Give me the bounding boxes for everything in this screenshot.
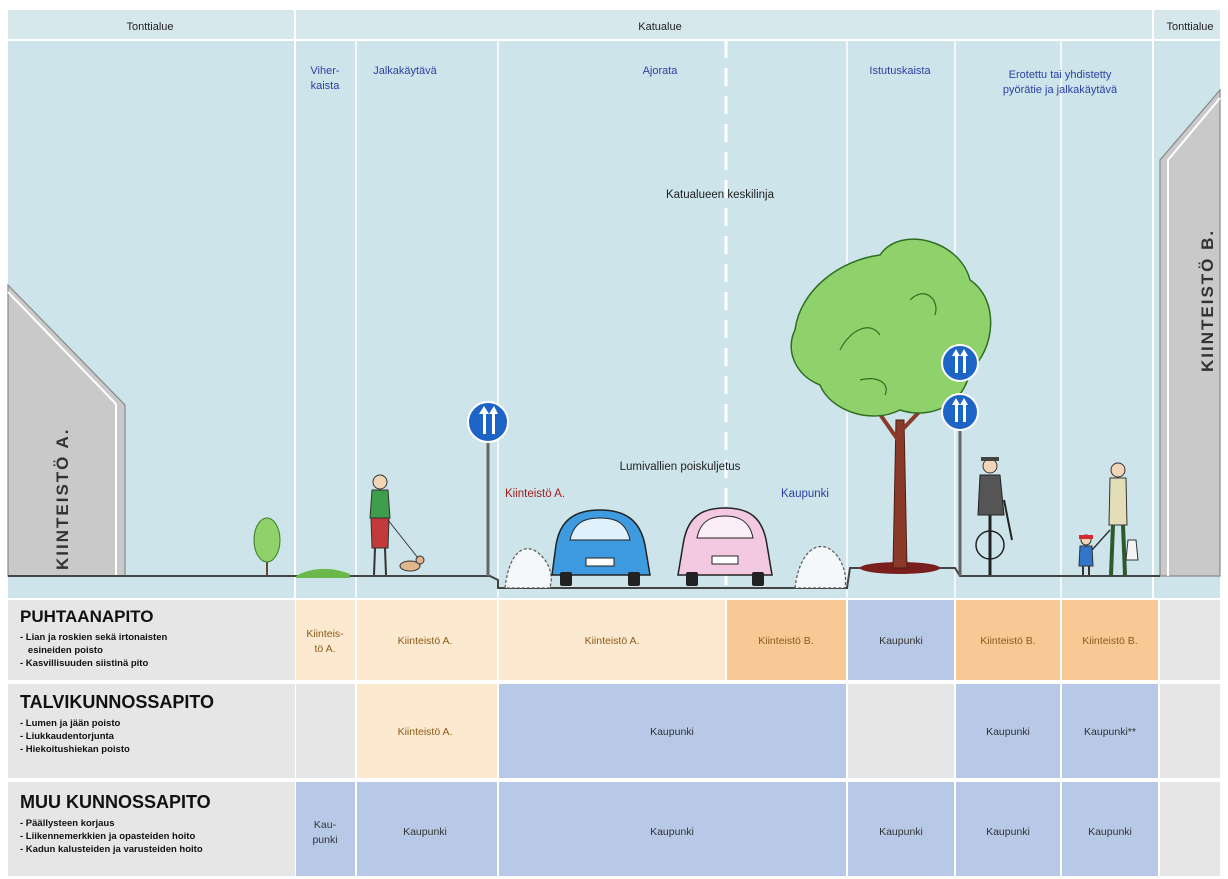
section-item: - Kasvillisuuden siistinä pito [20,658,148,669]
grass-strip [296,568,350,578]
lane-label-viherkaista: Viher- [310,65,339,77]
cell-label: tö A. [314,643,335,655]
cell-r2-jalka2 [1062,684,1158,778]
section-item: - Lian ja roskien sekä irtonaisten [20,632,167,643]
section-item: - Liukkaudentorjunta [20,731,115,742]
section-muu-kunnossapito: MUU KUNNOSSAPITO - Päällysteen korjaus -… [20,792,211,855]
header-left-label: Tonttialue [126,21,173,33]
snow-removal-label: Lumivallien poiskuljetus [620,461,741,473]
cell-label: Kaupunki** [1084,726,1136,738]
snow-bank-right [794,546,847,589]
cell-label: Kiinteistö A. [585,635,640,647]
cell-label: Kaupunki [879,635,923,647]
header-bar [8,10,1220,40]
lane-label-jalkakaytava: Jalkakäytävä [373,65,437,77]
cell-r3-viher [296,782,355,876]
section-item: - Hiekoitushiekan poisto [20,744,130,755]
cell-r1-ajo-a [499,600,725,680]
cell-label: Kaupunki [650,826,694,838]
cell-r3-pyora [956,782,1060,876]
sky-background [8,10,1220,598]
cell-label: Kiinteistö B. [980,635,1035,647]
snow-bank-left [504,548,552,589]
cell-label: Kiinteistö B. [758,635,813,647]
street-city-label: Kaupunki [781,488,829,500]
section-item: esineiden poisto [20,645,103,656]
adult-with-child-icon [1078,462,1139,576]
cell-r1-viher [296,600,355,680]
cell-label: Kiinteis- [306,628,344,640]
cell-label: Kau- [314,819,337,831]
pedestrian-with-dog-icon [369,474,425,576]
shrub-icon [253,517,281,575]
cell-r1-jalka2 [1062,600,1158,680]
header-center-label: Katualue [638,21,681,33]
blue-car-icon [551,509,651,586]
cell-label: punki [312,834,337,846]
cell-label: Kiinteistö B. [1082,635,1137,647]
section-puhtaanapito: PUHTAANAPITO - Lian ja roskien sekä irto… [20,607,167,669]
cell-label: Kiinteistö A. [398,635,453,647]
cell-label: Kaupunki [879,826,923,838]
lane-label-ajorata: Ajorata [643,65,679,77]
section-item: - Liikennemerkkien ja opasteiden hoito [20,831,195,842]
building-left: KIINTEISTÖ A. [7,283,126,577]
pink-car-icon [677,507,773,586]
cell-label: Kiinteistö A. [398,726,453,738]
cell-label: Kaupunki [986,826,1030,838]
cell-r3-ajo [499,782,846,876]
building-left-label: KIINTEISTÖ A. [53,428,72,571]
lane-label-viherkaista-2: kaista [311,80,341,92]
cyclist-icon [975,457,1013,575]
lane-label-pyoratie: Erotettu tai yhdistetty [1009,69,1112,81]
section-item: - Päällysteen korjaus [20,818,115,829]
cell-r3-istutus [848,782,954,876]
section-item: - Lumen ja jään poisto [20,718,120,729]
section-title: MUU KUNNOSSAPITO [20,792,211,812]
centerline-label: Katualueen keskilinja [666,189,775,201]
traffic-sign-right-icon [941,344,979,576]
building-right-label: KIINTEISTÖ B. [1198,229,1217,372]
building-right: KIINTEISTÖ B. [1159,88,1221,577]
cell-r2-ajo [499,684,846,778]
header-right-label: Tonttialue [1166,21,1213,33]
cell-r1-jalka [357,600,497,680]
cell-label: Kaupunki [1088,826,1132,838]
section-title: PUHTAANAPITO [20,607,154,626]
section-title: TALVIKUNNOSSAPITO [20,692,214,712]
section-talvikunnossapito: TALVIKUNNOSSAPITO - Lumen ja jään poisto… [20,692,214,755]
street-owner-a-label: Kiinteistö A. [505,488,565,500]
cell-r3-jalka2 [1062,782,1158,876]
cell-label: Kaupunki [986,726,1030,738]
traffic-sign-left-icon [467,401,509,576]
cell-label: Kaupunki [403,826,447,838]
cell-r2-pyora [956,684,1060,778]
lane-label-pyoratie-2: pyörätie ja jalkakäytävä [1003,84,1118,96]
lane-label-istutuskaista: Istutuskaista [869,65,931,77]
tree-icon [790,238,992,574]
cell-r1-pyora [956,600,1060,680]
cell-r2-jalka [357,684,497,778]
cell-label: Kaupunki [650,726,694,738]
cell-r3-jalka [357,782,497,876]
section-item: - Kadun kalusteiden ja varusteiden hoito [20,844,203,855]
cell-r1-istutus [848,600,954,680]
cell-r1-ajo-b [727,600,846,680]
